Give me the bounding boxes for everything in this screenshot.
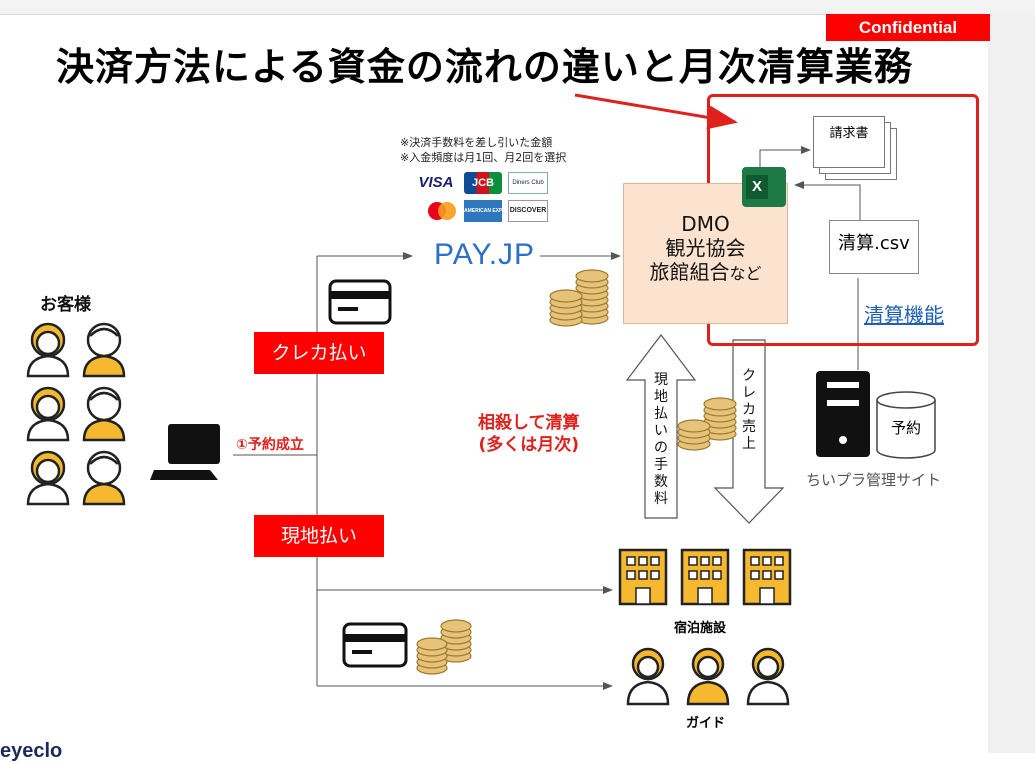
right-gutter xyxy=(988,14,1035,753)
csv-doc: 清算.csv xyxy=(829,220,919,274)
slide-title: 決済方法による資金の流れの違いと月次清算業務 xyxy=(56,45,913,89)
customers-label: お客様 xyxy=(40,295,91,315)
credit-payment-label: クレカ払い xyxy=(254,332,384,374)
payjp-note: ※決済手数料を差し引いた金額 ※入金頻度は月1回、月2回を選択 xyxy=(400,136,567,164)
db-label: 予約 xyxy=(890,419,921,437)
onsite-fee-arrow xyxy=(625,334,697,519)
guide-label: ガイド xyxy=(686,716,726,731)
lodging-buildings-icon xyxy=(618,548,792,606)
reservation-label: ①予約成立 xyxy=(236,437,304,453)
confidential-badge: Confidential xyxy=(826,14,990,41)
settlement-feature-link[interactable]: 清算機能 xyxy=(864,303,944,327)
mastercard-logo xyxy=(428,202,456,220)
diners-logo: Diners Club xyxy=(508,172,548,194)
guide-icons xyxy=(626,647,790,706)
excel-icon: X xyxy=(742,167,786,207)
card-brand-logos: VISA JCB Diners Club AMERICAN EXPRESS DI… xyxy=(414,172,550,224)
onsite-fee-label: 現地払いの手数料 xyxy=(654,372,668,507)
invoice-doc: 請求書 xyxy=(813,116,885,168)
company-logo-fragment: eyeclo xyxy=(0,740,63,762)
admin-site-label: ちいプラ管理サイト xyxy=(806,471,942,489)
coins-icon-2 xyxy=(416,619,472,675)
database-icon xyxy=(876,391,936,459)
computer-icon xyxy=(150,424,220,480)
onsite-payment-label: 現地払い xyxy=(254,515,384,557)
discover-logo: DISCOVER xyxy=(508,200,548,222)
credit-card-icon-2 xyxy=(342,622,408,668)
coins-icon xyxy=(549,269,609,327)
jcb-logo: JCB xyxy=(464,172,502,194)
credit-sales-label: クレカ売上 xyxy=(742,368,756,452)
offset-settlement-text: 相殺して清算 (多くは月次) xyxy=(478,413,580,455)
visa-logo: VISA xyxy=(418,174,454,191)
payjp-logo: PAY.JP xyxy=(434,238,536,271)
coins-icon-3 xyxy=(677,397,737,451)
credit-card-icon xyxy=(328,279,392,325)
customer-avatars xyxy=(26,322,126,506)
credit-sales-arrow xyxy=(713,339,785,524)
server-icon xyxy=(816,371,870,457)
slide-top-bar xyxy=(0,0,1035,15)
lodging-label: 宿泊施設 xyxy=(674,621,727,636)
amex-logo: AMERICAN EXPRESS xyxy=(464,200,502,222)
